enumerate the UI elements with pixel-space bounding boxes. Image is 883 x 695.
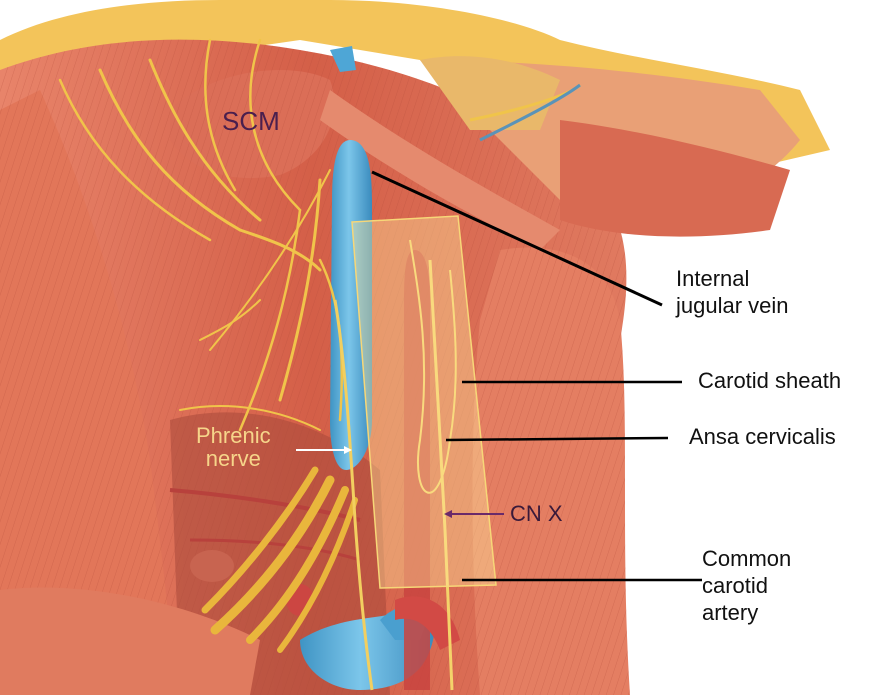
trapezius-fibers (0, 90, 175, 695)
common-carotid-artery-label-line3: artery (702, 599, 759, 625)
internal-jugular-vein-label: Internal jugular vein (676, 266, 789, 320)
severed-muscle-stump (190, 550, 234, 582)
ijv-top (330, 46, 356, 72)
ansa-cervicalis-label: Ansa cervicalis (689, 424, 836, 449)
carotid-sheath-overlay (351, 215, 497, 589)
submandibular-muscle (560, 120, 790, 237)
digastric-muscle (320, 90, 560, 250)
suprascapular-artery (189, 538, 361, 562)
cn-x-arrowhead (444, 510, 452, 518)
phrenic-nerve-label-line2: nerve (205, 446, 261, 472)
common-carotid-artery-label-line1: Common (702, 546, 792, 571)
clavicle-region (0, 587, 260, 695)
carotid-sheath-label: Carotid sheath (698, 368, 842, 393)
phrenic-nerve-label: Phrenic nerve (196, 424, 271, 470)
cn-x-label: CN X (510, 501, 563, 526)
ijv-leader-line (371, 170, 663, 307)
phrenic-nerve-label-line1: Phrenic (196, 423, 271, 448)
common-carotid-artery-label-line2: carotid (702, 572, 769, 598)
facial-vessel (479, 83, 581, 142)
internal-jugular-vein-label-line1: Internal (676, 266, 750, 291)
common-carotid-artery-label: Common carotid artery (702, 546, 791, 626)
internal-jugular-vein-label-line2: jugular vein (676, 292, 789, 318)
strap-muscles-fibers (472, 247, 630, 695)
cervical-plexus-nerves (58, 38, 344, 432)
brachial-plexus (201, 466, 358, 653)
scm-label: SCM (222, 106, 280, 136)
phrenic-nerve (333, 299, 374, 691)
ansa-cervicalis-nerve (409, 239, 457, 494)
phrenic-nerve-arrowhead (344, 446, 352, 454)
parotid-gland (420, 56, 560, 130)
artery-branch (395, 596, 460, 650)
ansa-cervicalis-leader-line (445, 436, 669, 442)
